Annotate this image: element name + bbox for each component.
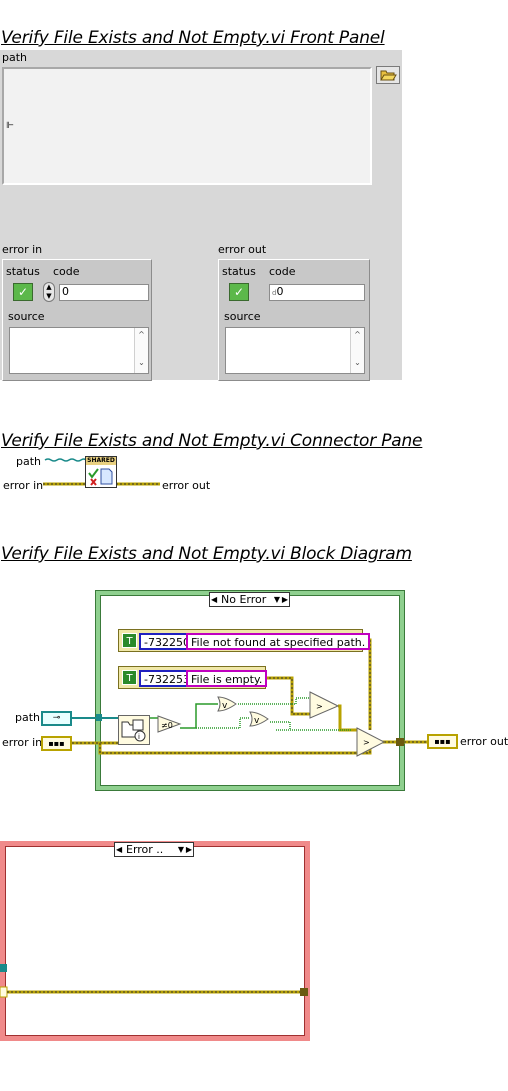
connector-pane-wires [43, 458, 160, 486]
case-increment-icon[interactable]: ▶ [185, 845, 192, 854]
t-badge: T [122, 633, 137, 648]
case-label-error: Error .. [126, 843, 164, 856]
cp-path-label: path [16, 455, 42, 468]
error-out-code-label: code [269, 265, 296, 278]
bd-path-label: path [15, 711, 41, 724]
connector-pane-title: Verify File Exists and Not Empty.vi Conn… [1, 431, 423, 451]
error-in-source-field[interactable]: ^⌄ [9, 327, 149, 374]
error-out-status-label: status [222, 265, 256, 278]
folder-open-icon [380, 70, 397, 81]
front-panel-title: Verify File Exists and Not Empty.vi Fron… [1, 28, 385, 48]
error-in-terminal[interactable]: ▪▪▪ [41, 736, 72, 751]
error-constant-1[interactable]: T -732250 File not found at specified pa… [118, 629, 371, 652]
error-in-source-scrollbar[interactable]: ^⌄ [134, 328, 148, 373]
svg-text:i: i [138, 733, 140, 741]
case-label-no-error: No Error [221, 593, 267, 606]
error-case-wires [0, 964, 308, 998]
browse-button[interactable] [376, 66, 400, 84]
error-out-code-field: d0 [269, 284, 365, 301]
error-out-source-field: ^⌄ [225, 327, 365, 374]
error-out-label: error out [218, 243, 267, 256]
file-info-node[interactable]: i [118, 715, 150, 745]
bd-error-out-label: error out [460, 735, 508, 748]
bd-error-in-label: error in [2, 736, 43, 749]
path-label: path [2, 51, 28, 64]
error-in-code-field[interactable]: 0 [59, 284, 149, 301]
error-out-source-scrollbar[interactable]: ^⌄ [350, 328, 364, 373]
block-diagram-title: Verify File Exists and Not Empty.vi Bloc… [1, 544, 412, 564]
case-dropdown-icon[interactable]: ▼ [273, 595, 280, 604]
svg-text:v: v [254, 716, 260, 726]
error-constant-2[interactable]: T -732253 File is empty. [118, 666, 268, 689]
svg-text:>: > [316, 702, 323, 711]
case-increment-icon[interactable]: ▶ [281, 595, 288, 604]
error-in-cluster: status code ✓ ▲▼ 0 source ^⌄ [2, 259, 152, 381]
shared-badge: SHARED [86, 457, 116, 465]
error-in-status-checkbox[interactable]: ✓ [13, 283, 33, 301]
case-selector-no-error[interactable]: ◀ No Error ▼ ▶ [209, 592, 290, 607]
case-decrement-icon[interactable]: ◀ [116, 845, 123, 854]
const1-message[interactable]: File not found at specified path. [186, 633, 371, 650]
error-out-source-label: source [224, 310, 261, 323]
cp-error-out-label: error out [162, 479, 211, 492]
error-in-source-label: source [8, 310, 45, 323]
svg-text:v: v [222, 701, 228, 711]
t-badge: T [122, 670, 137, 685]
front-panel: path ⊩ error in status code ✓ ▲▼ 0 sourc… [0, 50, 402, 381]
svg-text:≠0: ≠0 [161, 721, 173, 730]
path-symbol-icon: ⊩ [6, 121, 14, 131]
error-in-label: error in [2, 243, 43, 256]
check-file-icon [88, 468, 113, 486]
error-out-cluster: status code ✓ d0 source ^⌄ [218, 259, 370, 381]
block-diagram-wires: v v ≠0 > > [72, 638, 430, 757]
error-out-status-indicator: ✓ [229, 283, 249, 301]
error-in-status-label: status [6, 265, 40, 278]
path-terminal[interactable]: ⊸ [41, 711, 72, 726]
const2-message[interactable]: File is empty. [186, 670, 268, 687]
case-selector-error[interactable]: ◀ Error .. ▼ ▶ [114, 842, 194, 857]
error-out-terminal[interactable]: ▪▪▪ [427, 734, 458, 749]
vi-icon: SHARED [85, 456, 117, 488]
file-info-icon: i [121, 719, 146, 742]
path-control[interactable]: ⊩ [2, 67, 372, 185]
case-decrement-icon[interactable]: ◀ [211, 595, 218, 604]
error-out-code-value: 0 [276, 285, 284, 298]
case-structure-error[interactable] [0, 841, 310, 1041]
error-in-code-label: code [53, 265, 80, 278]
svg-text:>: > [363, 738, 370, 747]
const1-code[interactable]: -732250 [139, 633, 195, 650]
error-in-code-stepper[interactable]: ▲▼ [43, 282, 55, 302]
case-dropdown-icon[interactable]: ▼ [177, 845, 184, 854]
const2-code[interactable]: -732253 [139, 670, 195, 687]
cp-error-in-label: error in [3, 479, 44, 492]
